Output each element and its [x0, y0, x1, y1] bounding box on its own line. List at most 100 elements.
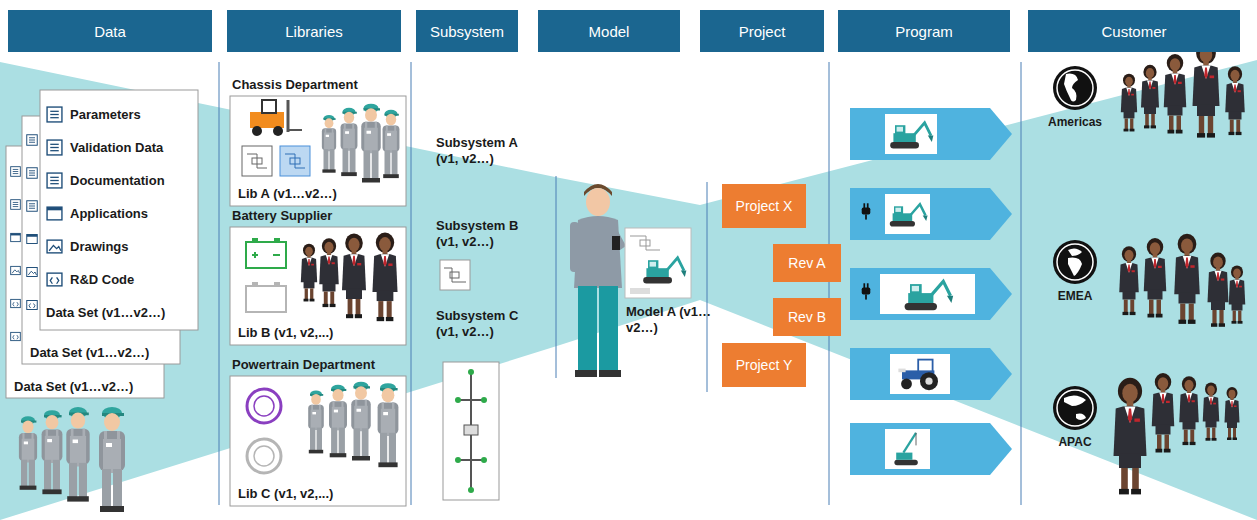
library-box — [230, 96, 406, 506]
data-team-part — [66, 407, 89, 502]
library-version: Lib C (v1, v2,...) — [238, 486, 406, 502]
supplier-team — [301, 233, 398, 322]
forklift-picture-part — [287, 100, 290, 132]
column-header: Data — [8, 10, 212, 52]
battery-icon-part — [254, 252, 256, 258]
subsystem-icon-part — [468, 369, 474, 375]
subsystem-icon-part — [443, 362, 499, 500]
vehicle-picture-part — [885, 114, 937, 154]
vehicle-picture-part — [890, 204, 928, 226]
column-divider-part — [1021, 62, 1022, 505]
data-card-stack-part — [47, 240, 62, 253]
motor-icon-part — [247, 439, 281, 473]
battery-icon — [246, 238, 286, 312]
supplier-team-part — [301, 244, 317, 302]
data-card: Data Set (v1…v2…) — [6, 146, 164, 398]
block-icon — [242, 146, 310, 176]
column-divider-part — [219, 62, 220, 505]
chassis-team-part — [341, 108, 358, 176]
block-icon-part — [285, 154, 305, 168]
customer-team-part — [1229, 265, 1246, 323]
data-card-stack-part — [47, 107, 62, 122]
customer-team-part — [1225, 387, 1240, 440]
motor-icon-part — [254, 446, 274, 466]
project-box: Project X — [722, 184, 806, 228]
model-picture — [625, 228, 691, 298]
subsystem-icon-part — [458, 399, 484, 401]
department-name: Battery Supplier — [232, 208, 406, 224]
project-box: Project Y — [722, 343, 806, 387]
powertrain-team — [308, 382, 398, 467]
library-box-part — [230, 96, 406, 206]
data-card: ParametersValidation DataDocumentationAp… — [40, 90, 198, 330]
block-icon-part — [242, 146, 272, 176]
customer-team-part — [1152, 373, 1175, 453]
program-arrow — [850, 108, 1012, 475]
program-arrow-part — [850, 268, 1012, 320]
forklift-picture-part — [273, 126, 283, 136]
battery-icon-part — [274, 282, 280, 286]
engineer-figure-part — [578, 286, 597, 372]
library-version: Lib B (v1, v2,...) — [238, 325, 406, 341]
library-box-part — [230, 227, 406, 345]
forklift-picture-part — [250, 112, 284, 128]
project-name: Project Y — [736, 357, 793, 373]
data-set-label: Data Set (v1…v2…) — [14, 379, 164, 395]
chassis-team-part — [383, 110, 400, 178]
vehicle-picture-part — [862, 283, 871, 299]
region-label: APAC — [1035, 434, 1115, 450]
customer-team-part — [1114, 378, 1147, 495]
customer-team-part — [1179, 376, 1199, 445]
customer-team-part — [1141, 65, 1159, 129]
revision-box: Rev B — [773, 298, 841, 336]
project-name: Rev B — [788, 309, 826, 325]
customer-team-part — [1203, 382, 1220, 440]
data-card-stack-part — [47, 207, 62, 220]
column-divider-part — [829, 62, 830, 505]
data-card-stack-part — [11, 332, 21, 340]
subsystem-label: Subsystem C (v1, v2…) — [436, 308, 536, 340]
subsystem-icon-part — [464, 425, 478, 435]
vehicle-picture-part — [862, 203, 871, 219]
globe-icon-part — [1064, 74, 1078, 102]
subsystem-icon-part — [468, 487, 474, 493]
department-name: Powertrain Department — [232, 357, 406, 373]
subsystem-label: Subsystem A (v1, v2…) — [436, 135, 536, 167]
vehicle-picture-part — [885, 429, 930, 469]
region-label: EMEA — [1035, 288, 1115, 304]
column-header: Subsystem — [416, 10, 518, 52]
customer-team-part — [1164, 54, 1187, 134]
data-item: Drawings — [70, 230, 198, 263]
data-team-part — [42, 410, 63, 494]
battery-icon-part — [273, 254, 280, 256]
globe-icon-part — [1057, 70, 1093, 106]
subsystem-icon-part — [440, 260, 470, 290]
vehicle-picture-part — [898, 360, 938, 391]
flow-funnel — [0, 60, 1257, 520]
vehicle-picture-part — [890, 123, 933, 149]
model-picture-part — [625, 228, 691, 298]
subsystem-icon-part — [455, 397, 461, 403]
data-card-stack-part — [11, 167, 21, 177]
program-arrow-part — [850, 348, 1012, 400]
chassis-team-part — [322, 115, 336, 173]
forklift-picture — [250, 100, 302, 136]
powertrain-team-part — [329, 385, 347, 458]
vehicle-picture — [862, 114, 975, 469]
column-divider-part — [707, 182, 708, 392]
column-header: Project — [700, 10, 824, 52]
engineer-figure-part — [612, 236, 620, 250]
data-team-part — [19, 416, 37, 490]
data-item: Data Set (v1…v2…) — [46, 296, 198, 329]
project-name: Rev A — [788, 255, 825, 271]
data-card-stack-part — [27, 235, 38, 244]
customer-team-part — [1121, 74, 1137, 132]
powertrain-team-part — [378, 383, 399, 467]
vehicle-picture-part — [885, 194, 930, 234]
powertrain-team-part — [308, 390, 324, 453]
data-card-stack-part — [27, 201, 38, 212]
customer-team-part — [1208, 253, 1229, 327]
column-divider-part — [556, 176, 557, 378]
model-picture-part — [643, 258, 686, 284]
